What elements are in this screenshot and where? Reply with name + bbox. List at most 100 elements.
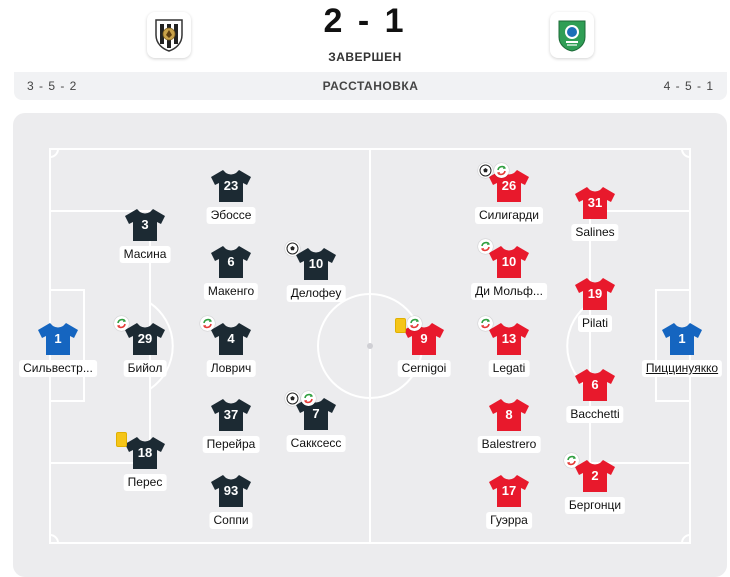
jersey-icon: [125, 323, 165, 355]
player-shirt: [210, 474, 252, 508]
player-shirt: [295, 247, 337, 281]
jersey-icon: [296, 248, 336, 280]
away-formation: 4 - 5 - 1: [663, 79, 714, 93]
player-number: 18: [137, 445, 153, 460]
away-team-logo[interactable]: [550, 12, 594, 58]
player-number: 31: [587, 195, 603, 210]
player-name[interactable]: Перейра: [202, 436, 260, 453]
player-name[interactable]: Макенго: [203, 283, 259, 300]
player-name[interactable]: Сакксесс: [286, 435, 346, 452]
player-number: 1: [54, 331, 62, 346]
player-name[interactable]: Salines: [571, 224, 619, 241]
player-name[interactable]: Ди Мольф...: [471, 283, 547, 300]
player-shirt: [210, 169, 252, 203]
player-name[interactable]: Силигарди: [475, 207, 543, 224]
jersey-icon: [125, 209, 165, 241]
player-number: 9: [420, 331, 428, 346]
player-number: 6: [591, 377, 599, 392]
player-name[interactable]: Пиццинyякко: [641, 360, 723, 377]
player-name[interactable]: Ловрич: [206, 360, 256, 377]
player-name[interactable]: Сильвестр...: [19, 360, 97, 377]
player-shirt: [124, 322, 166, 356]
player-number: 10: [308, 256, 324, 271]
player-name[interactable]: Масина: [119, 246, 171, 263]
jersey-icon: [211, 399, 251, 431]
player-shirt: [488, 398, 530, 432]
substitution-icon: [494, 163, 509, 178]
player-number: 8: [505, 407, 513, 422]
jersey-icon: [489, 399, 529, 431]
player-name[interactable]: Bacchetti: [566, 406, 624, 423]
match-score: 2 - 1: [323, 2, 407, 40]
player-name[interactable]: Balestrero: [477, 436, 541, 453]
jersey-icon: [211, 323, 251, 355]
player-shirt: [574, 368, 616, 402]
player-number: 17: [501, 483, 517, 498]
jersey-icon: [662, 323, 702, 355]
jersey-icon: [296, 398, 336, 430]
player-name[interactable]: Pilati: [577, 315, 613, 332]
player-shirt: [210, 322, 252, 356]
player-name[interactable]: Гуэрра: [486, 512, 532, 529]
player-name[interactable]: Делофеу: [286, 285, 346, 302]
jersey-icon: [211, 246, 251, 278]
substitution-icon: [114, 316, 129, 331]
player-shirt: [488, 169, 530, 203]
player-number: 23: [223, 178, 239, 193]
player-name[interactable]: Перес: [123, 474, 167, 491]
player-shirt: [37, 322, 79, 356]
substitution-icon: [200, 316, 215, 331]
player-shirt: [488, 474, 530, 508]
player-name[interactable]: Соппи: [209, 512, 253, 529]
player-shirt: [210, 398, 252, 432]
substitution-icon: [564, 453, 579, 468]
udinese-crest-icon: [155, 19, 183, 52]
player-shirt: [403, 322, 445, 356]
player-name[interactable]: Бийол: [123, 360, 167, 377]
player-name[interactable]: Бергонци: [564, 497, 626, 514]
formation-bar: 3 - 5 - 2 РАССТАНОВКА 4 - 5 - 1: [14, 72, 727, 100]
player-shirt: [574, 459, 616, 493]
player-name[interactable]: Legati: [488, 360, 530, 377]
home-team-logo[interactable]: [147, 12, 191, 58]
jersey-icon: [404, 323, 444, 355]
home-formation: 3 - 5 - 2: [27, 79, 78, 93]
jersey-icon: [211, 170, 251, 202]
substitution-icon: [301, 391, 316, 406]
player-number: 6: [227, 254, 235, 269]
jersey-icon: [575, 187, 615, 219]
jersey-icon: [575, 278, 615, 310]
player-number: 93: [223, 483, 239, 498]
player-name[interactable]: Эбоссе: [206, 207, 256, 224]
player-number: 3: [141, 217, 149, 232]
player-number: 19: [587, 286, 603, 301]
player-shirt: [661, 322, 703, 356]
player-name[interactable]: Cernigoi: [397, 360, 451, 377]
jersey-icon: [211, 475, 251, 507]
player-number: 29: [137, 331, 153, 346]
player-shirt: [488, 322, 530, 356]
match-status: ЗАВЕРШЕН: [328, 50, 402, 64]
